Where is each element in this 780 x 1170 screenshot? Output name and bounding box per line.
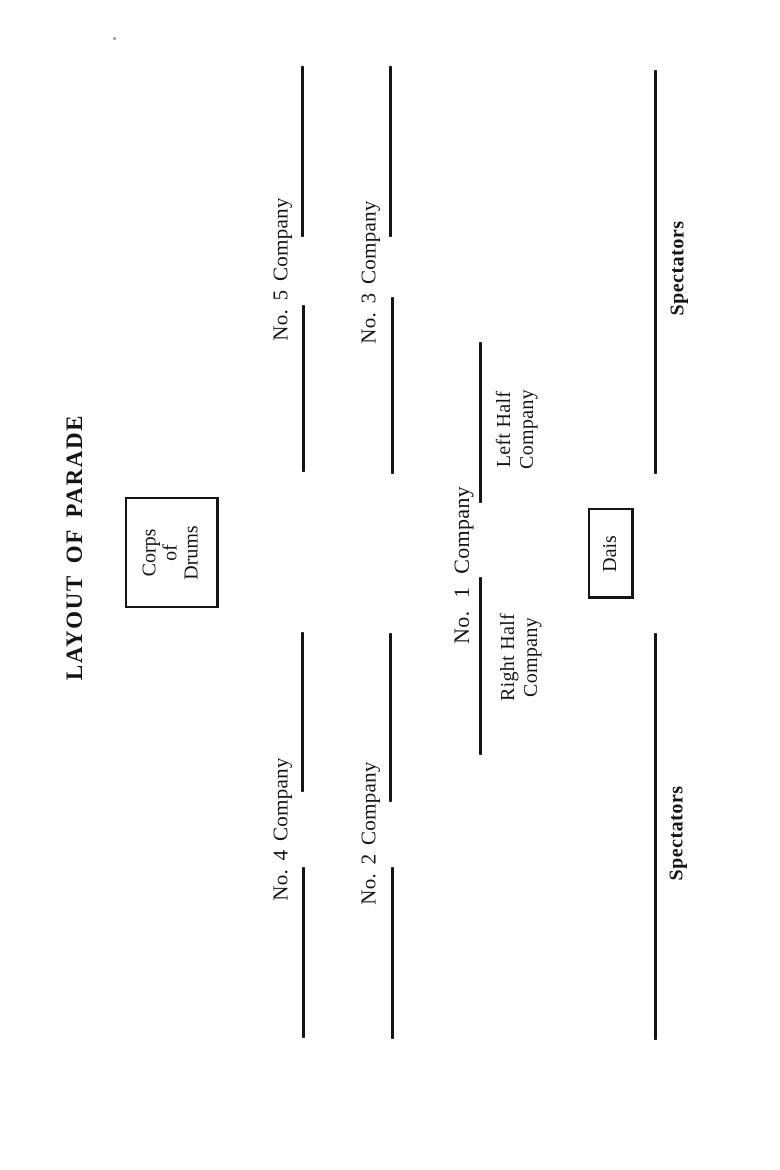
label-no5-company: No. 5 Company	[268, 197, 293, 341]
left-half-line-2: Company	[516, 389, 538, 469]
left-half-line-1: Left Half	[493, 390, 515, 468]
corps-of-drums-box: Corps of Drums	[125, 497, 219, 608]
label-right-half-company: Right Half Company	[497, 613, 543, 701]
line-no5-company-lower	[302, 305, 305, 472]
line-no2-company-lower	[391, 867, 394, 1039]
label-spectators-top: Spectators	[666, 220, 689, 316]
line-no1-right-half	[479, 577, 482, 755]
line-no4-company-lower	[302, 867, 305, 1038]
label-no1-company: No. 1 Company	[449, 486, 474, 644]
corps-of-drums-line-1: Corps	[138, 528, 161, 577]
line-no2-company-upper	[389, 633, 392, 802]
line-no4-company-upper	[301, 632, 304, 792]
dais-label: Dais	[598, 534, 621, 572]
label-no3-company: No. 3 Company	[356, 200, 381, 344]
right-half-line-1: Right Half	[497, 613, 519, 701]
label-no4-company: No. 4 Company	[268, 757, 293, 901]
line-no3-company-lower	[391, 297, 394, 474]
scan-speck	[113, 37, 116, 40]
label-spectators-bottom: Spectators	[665, 785, 688, 881]
label-left-half-company: Left Half Company	[493, 389, 539, 469]
dais-box: Dais	[588, 508, 634, 599]
corps-of-drums-line-3: Drums	[180, 525, 203, 580]
line-no5-company-upper	[301, 66, 304, 237]
right-half-line-2: Company	[520, 617, 542, 697]
corps-of-drums-label: Corps of Drums	[138, 525, 203, 580]
line-spectators-top	[654, 70, 657, 474]
label-no2-company: No. 2 Company	[356, 761, 381, 905]
line-no3-company-upper	[389, 66, 392, 237]
line-no1-left-half	[479, 342, 482, 503]
page-title: LAYOUT OF PARADE	[62, 413, 87, 681]
line-spectators-bottom	[654, 633, 657, 1040]
corps-of-drums-line-2: of	[159, 544, 182, 561]
